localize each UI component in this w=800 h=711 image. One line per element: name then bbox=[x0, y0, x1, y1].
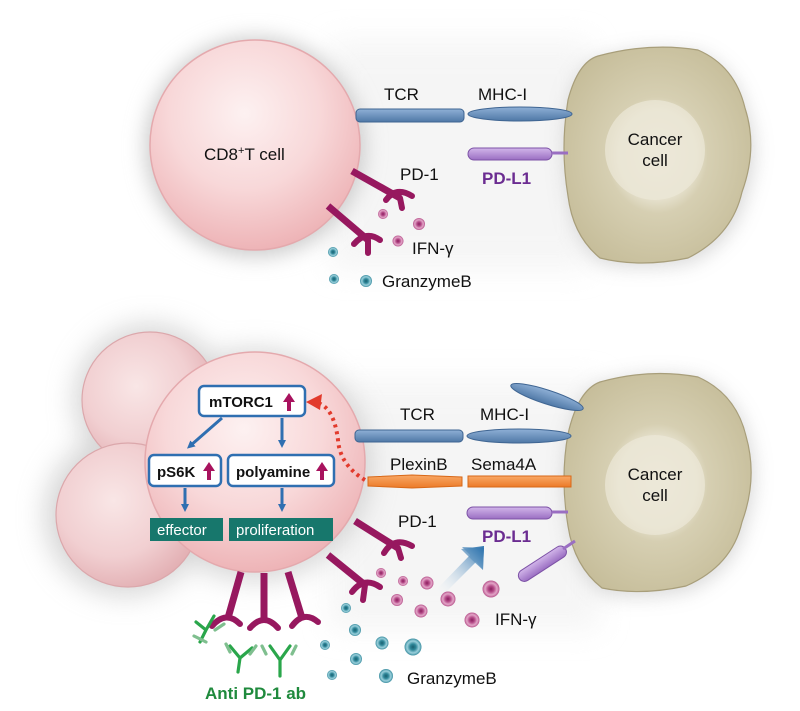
granzyme-b-molecule bbox=[349, 624, 361, 636]
sema4a-signal-arrow bbox=[317, 401, 367, 482]
mtorc1-label: mTORC1 bbox=[209, 394, 273, 411]
tcr-receptor[interactable] bbox=[355, 108, 465, 123]
granzyme-b-molecule bbox=[350, 653, 362, 665]
ifn-gamma-label: IFN-γ bbox=[412, 239, 454, 258]
plexinb-receptor[interactable] bbox=[367, 474, 463, 489]
cancer-cell-label-2: cell bbox=[642, 486, 668, 505]
pd-l1-molecule[interactable] bbox=[466, 506, 553, 520]
pd-1-label: PD-1 bbox=[400, 165, 439, 184]
pd-1-receptor[interactable] bbox=[353, 518, 415, 561]
granzyme-b-molecule bbox=[379, 669, 393, 683]
ifn-gamma-molecule bbox=[391, 594, 403, 606]
pathway-arrow bbox=[186, 416, 223, 449]
ifn-gamma-molecule bbox=[420, 576, 434, 590]
pd-1-receptor[interactable] bbox=[209, 571, 245, 629]
cancer-cell-label-1: Cancer bbox=[628, 465, 683, 484]
effector-box[interactable]: effector bbox=[150, 518, 223, 541]
ifn-gamma-molecule bbox=[378, 209, 388, 219]
ifn-gamma-molecule bbox=[413, 218, 425, 230]
granzyme-b-label: GranzymeB bbox=[407, 669, 497, 688]
ifn-gamma-molecule bbox=[392, 235, 404, 247]
pd-l1-molecule-induced bbox=[517, 539, 576, 582]
mtorc1-box[interactable]: mTORC1 bbox=[197, 384, 307, 418]
granzyme-b-molecule bbox=[341, 603, 351, 613]
granzyme-b-molecule bbox=[329, 274, 339, 284]
t-cell-label: CD8+T cell bbox=[204, 145, 285, 164]
anti-pd-1-antibody bbox=[260, 644, 298, 678]
pd-1-receptor[interactable] bbox=[247, 573, 281, 631]
pd-1-receptor[interactable] bbox=[325, 203, 383, 256]
anti-pd-1-ab-label: Anti PD-1 ab bbox=[205, 684, 306, 703]
pd-l1-label: PD-L1 bbox=[482, 527, 531, 546]
pd-1-label: PD-1 bbox=[398, 512, 437, 531]
ifn-gamma-molecule bbox=[440, 591, 456, 607]
ifn-gamma-molecule bbox=[464, 612, 480, 628]
sema4a-molecule[interactable] bbox=[467, 475, 572, 488]
ifn-gamma-molecule bbox=[482, 580, 500, 598]
ps6k-label: pS6K bbox=[157, 464, 196, 481]
pd-l1-label: PD-L1 bbox=[482, 169, 531, 188]
up-arrow-icon bbox=[203, 462, 215, 480]
cancer-cell-label-2: cell bbox=[642, 151, 668, 170]
granzyme-b-molecule bbox=[320, 640, 330, 650]
mhc-label: MHC-I bbox=[480, 405, 529, 424]
pd-1-receptor[interactable] bbox=[284, 570, 321, 629]
plexinb-label: PlexinB bbox=[390, 455, 448, 474]
cancer-nucleus bbox=[605, 435, 705, 535]
cancer-cell-label-1: Cancer bbox=[628, 130, 683, 149]
tcr-receptor[interactable] bbox=[354, 429, 464, 443]
ifn-gamma-molecule bbox=[376, 568, 386, 578]
ifn-gamma-cluster bbox=[376, 568, 500, 628]
pd-1-receptor[interactable] bbox=[350, 167, 415, 211]
granzyme-b-molecule bbox=[404, 638, 422, 656]
upregulation-arrow-body bbox=[436, 547, 484, 596]
up-arrow-icon bbox=[283, 393, 295, 411]
proliferation-box[interactable]: proliferation bbox=[229, 518, 333, 541]
ps6k-box[interactable]: pS6K bbox=[147, 453, 223, 488]
mhc-i-molecule-free bbox=[510, 383, 584, 411]
granzyme-b-molecule bbox=[360, 275, 372, 287]
ifn-gamma-molecule bbox=[414, 604, 428, 618]
bottom-panel: Cancer cell TCR MHC-I PlexinB Sema4A PD-… bbox=[45, 325, 754, 703]
granzyme-b-label: GranzymeB bbox=[382, 272, 472, 291]
proliferation-label: proliferation bbox=[236, 522, 314, 539]
up-arrow-icon bbox=[316, 462, 328, 480]
granzyme-b-molecule bbox=[327, 670, 337, 680]
mhc-i-molecule[interactable] bbox=[467, 106, 573, 122]
t-cell[interactable] bbox=[149, 39, 361, 251]
bottom-background-haze bbox=[330, 380, 600, 630]
polyamine-label: polyamine bbox=[236, 464, 310, 481]
granzyme-b-cluster bbox=[320, 603, 422, 683]
tcr-label: TCR bbox=[384, 85, 419, 104]
anti-pd-1-antibody bbox=[192, 614, 226, 644]
mhc-i-molecule[interactable] bbox=[466, 428, 572, 444]
granzyme-b-molecule bbox=[328, 247, 338, 257]
mhc-label: MHC-I bbox=[478, 85, 527, 104]
cancer-nucleus bbox=[605, 100, 705, 200]
tcr-label: TCR bbox=[400, 405, 435, 424]
sema4a-label: Sema4A bbox=[471, 455, 537, 474]
pd-l1-molecule[interactable] bbox=[467, 147, 553, 161]
polyamine-box[interactable]: polyamine bbox=[226, 453, 336, 488]
ifn-gamma-label: IFN-γ bbox=[495, 610, 537, 629]
top-panel: CD8+T cell Cancer cell TCR MHC-I PD-L1 P… bbox=[145, 37, 754, 291]
effector-label: effector bbox=[157, 522, 207, 539]
granzyme-b-molecule bbox=[375, 636, 389, 650]
pd-1-receptor[interactable] bbox=[325, 552, 383, 603]
ifn-gamma-molecule bbox=[398, 576, 408, 586]
anti-pd-1-antibody bbox=[224, 642, 258, 674]
signal-arrowhead-icon bbox=[306, 394, 322, 410]
